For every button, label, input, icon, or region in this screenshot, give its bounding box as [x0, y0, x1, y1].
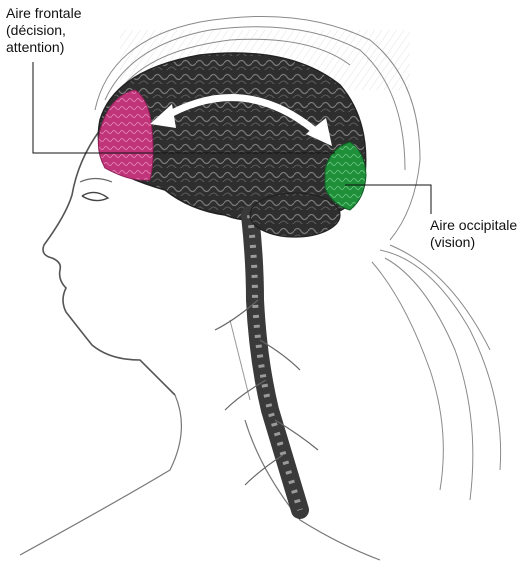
eye: [82, 192, 108, 200]
occipital-label-line2: (vision): [430, 234, 517, 251]
frontal-label-line1: Aire frontale: [6, 5, 81, 22]
occipital-area-label: Aire occipitale (vision): [430, 217, 517, 251]
frontal-label-line2: (décision,: [6, 22, 81, 39]
occipital-label-line1: Aire occipitale: [430, 217, 517, 234]
cerebellum: [250, 193, 340, 237]
frontal-label-line3: attention): [6, 39, 81, 56]
neck-shoulder: [20, 395, 380, 560]
spinal-cord: [215, 215, 318, 510]
frontal-area-label: Aire frontale (décision, attention): [6, 5, 81, 56]
